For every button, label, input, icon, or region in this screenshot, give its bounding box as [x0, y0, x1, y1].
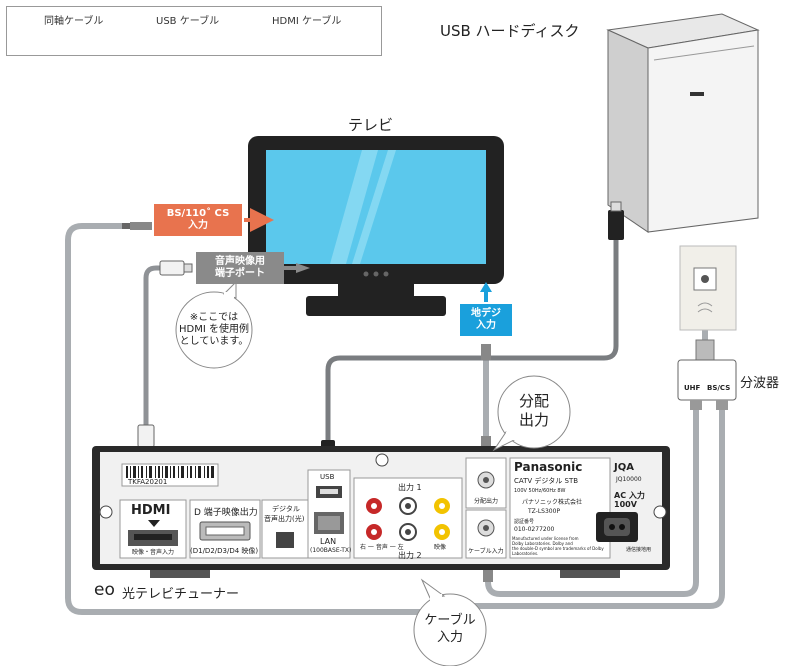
dolby-notice: Manufactured under license from Dolby La… [512, 536, 606, 556]
split-out-port-label: 分配出力 [474, 498, 499, 505]
model-line: CATV デジタル STB [514, 477, 579, 485]
hdmi-note-line2: HDMI を使用例 [179, 324, 249, 335]
usb-port-label: USB [320, 473, 335, 481]
out2-label: 出力 2 [398, 551, 422, 560]
cable-in-line1: ケーブル [424, 613, 476, 628]
audio-labels: 右 一 音声 一 左 [360, 544, 404, 551]
av-port-tag: 音声映像用 端子ポート [196, 252, 284, 284]
cable-in-bubble [413, 578, 487, 666]
tuner-brand-label: eo [94, 580, 115, 600]
coax-plug-digital-top [481, 344, 491, 360]
coax-plug-cable-in [483, 566, 493, 582]
brand-label: Panasonic [514, 460, 583, 474]
split-out-line2: 出力 [518, 411, 549, 429]
splitter-uhf-label: UHF [684, 384, 701, 392]
usb-hdd [606, 13, 760, 233]
out1-label: 出力 1 [398, 483, 422, 492]
lan-label: LAN [320, 537, 337, 546]
av-input-arrow [296, 263, 310, 273]
bs-cs-tag-line2: 入力 [188, 220, 208, 231]
digital-input-tag: 地デジ 入力 [460, 304, 512, 336]
splitter [677, 339, 737, 410]
hdmi-note-line3: としています。 [179, 336, 249, 347]
av-tag-line1: 音声映像用 [215, 256, 265, 267]
hdmi-note-text: ※ここでは HDMI を使用例 としています。 [178, 312, 250, 348]
tv [248, 136, 504, 316]
jqa-logo: JQA [614, 462, 634, 473]
lan-sub: (100BASE-TX) [310, 547, 352, 554]
video-label: 映像 [434, 544, 447, 551]
legend-usb-label: USB ケーブル [156, 16, 220, 27]
hdmi-title: HDMI [131, 503, 171, 518]
dolby-line4: Laboratories. [512, 551, 539, 556]
bs-cs-tag-line1: BS/110˚ CS [166, 208, 230, 219]
ac-line1: AC 入力 [614, 491, 645, 500]
coax-cable-splitter-bs [470, 400, 725, 609]
legend [6, 6, 382, 56]
hdmi-note-bubble [175, 280, 253, 369]
legend-coax-label: 同軸ケーブル [44, 16, 104, 27]
jqa-no: JQ10000 [616, 476, 642, 483]
serial-label: TKFA20201 [128, 478, 168, 486]
tv-label: テレビ [348, 116, 394, 134]
hdmi-plug-av [159, 260, 193, 276]
coax-plug-bs [122, 222, 152, 230]
cable-in-line2: 入力 [436, 630, 463, 645]
model-no: TZ-LS300P [528, 508, 561, 515]
ground-label: 通信接地用 [626, 547, 652, 553]
coax-cable-bs [65, 223, 470, 615]
tuner-label: 光テレビチューナー [122, 587, 240, 602]
split-out-text: 分配 出力 [504, 392, 564, 430]
power-spec: 100V 50Hz/60Hz 8W [514, 488, 566, 494]
coax-cable-splitter-uhf [485, 400, 699, 597]
av-tag-line2: 端子ポート [215, 268, 265, 279]
digital-tag-line2: 入力 [476, 320, 496, 331]
maker-label: パナソニック株式会社 [522, 499, 583, 506]
hdmi-note-line1: ※ここでは [189, 312, 239, 323]
coax-plug-digital-bottom [481, 436, 491, 452]
digital-input-arrow [480, 282, 492, 292]
optical-line1: デジタル [272, 505, 300, 513]
splitter-label: 分波器 [740, 376, 780, 391]
usb-plug-hdd [608, 210, 624, 240]
hdmi-cable [143, 265, 164, 425]
dolby-line1: Manufactured under license from [512, 536, 579, 541]
usb-cable [325, 240, 619, 440]
cert-no: 010-0277200 [514, 526, 555, 533]
cert-title: 認証番号 [514, 519, 535, 525]
split-out-line1: 分配 [518, 392, 549, 410]
d-out-sub: (D1/D2/D3/D4 映像) [190, 547, 259, 555]
legend-hdmi-label: HDMI ケーブル [272, 16, 342, 27]
tuner [92, 446, 670, 578]
digital-tag-line1: 地デジ [471, 308, 501, 319]
wall-plate [679, 245, 737, 331]
usb-hdd-label: USB ハードディスク [440, 22, 580, 40]
hdmi-port-label: 映像・音声入力 [132, 549, 175, 556]
cable-in-text: ケーブル 入力 [416, 612, 484, 646]
dolby-line3: the double-D symbol are trademarks of Do… [512, 546, 604, 551]
hdmi-plug-tuner [137, 424, 155, 448]
ac-line2: 100V [614, 500, 637, 509]
cable-in-port-label: ケーブル入力 [468, 548, 504, 555]
d-out-title: D 端子映像出力 [194, 508, 258, 518]
dolby-line2: Dolby Laboratories. Dolby and [512, 541, 573, 546]
splitter-bscs-label: BS/CS [707, 384, 731, 392]
optical-line2: 音声出力(光) [264, 515, 305, 523]
bs-cs-input-tag: BS/110˚ CS 入力 [154, 204, 242, 236]
split-out-bubble [492, 375, 571, 452]
